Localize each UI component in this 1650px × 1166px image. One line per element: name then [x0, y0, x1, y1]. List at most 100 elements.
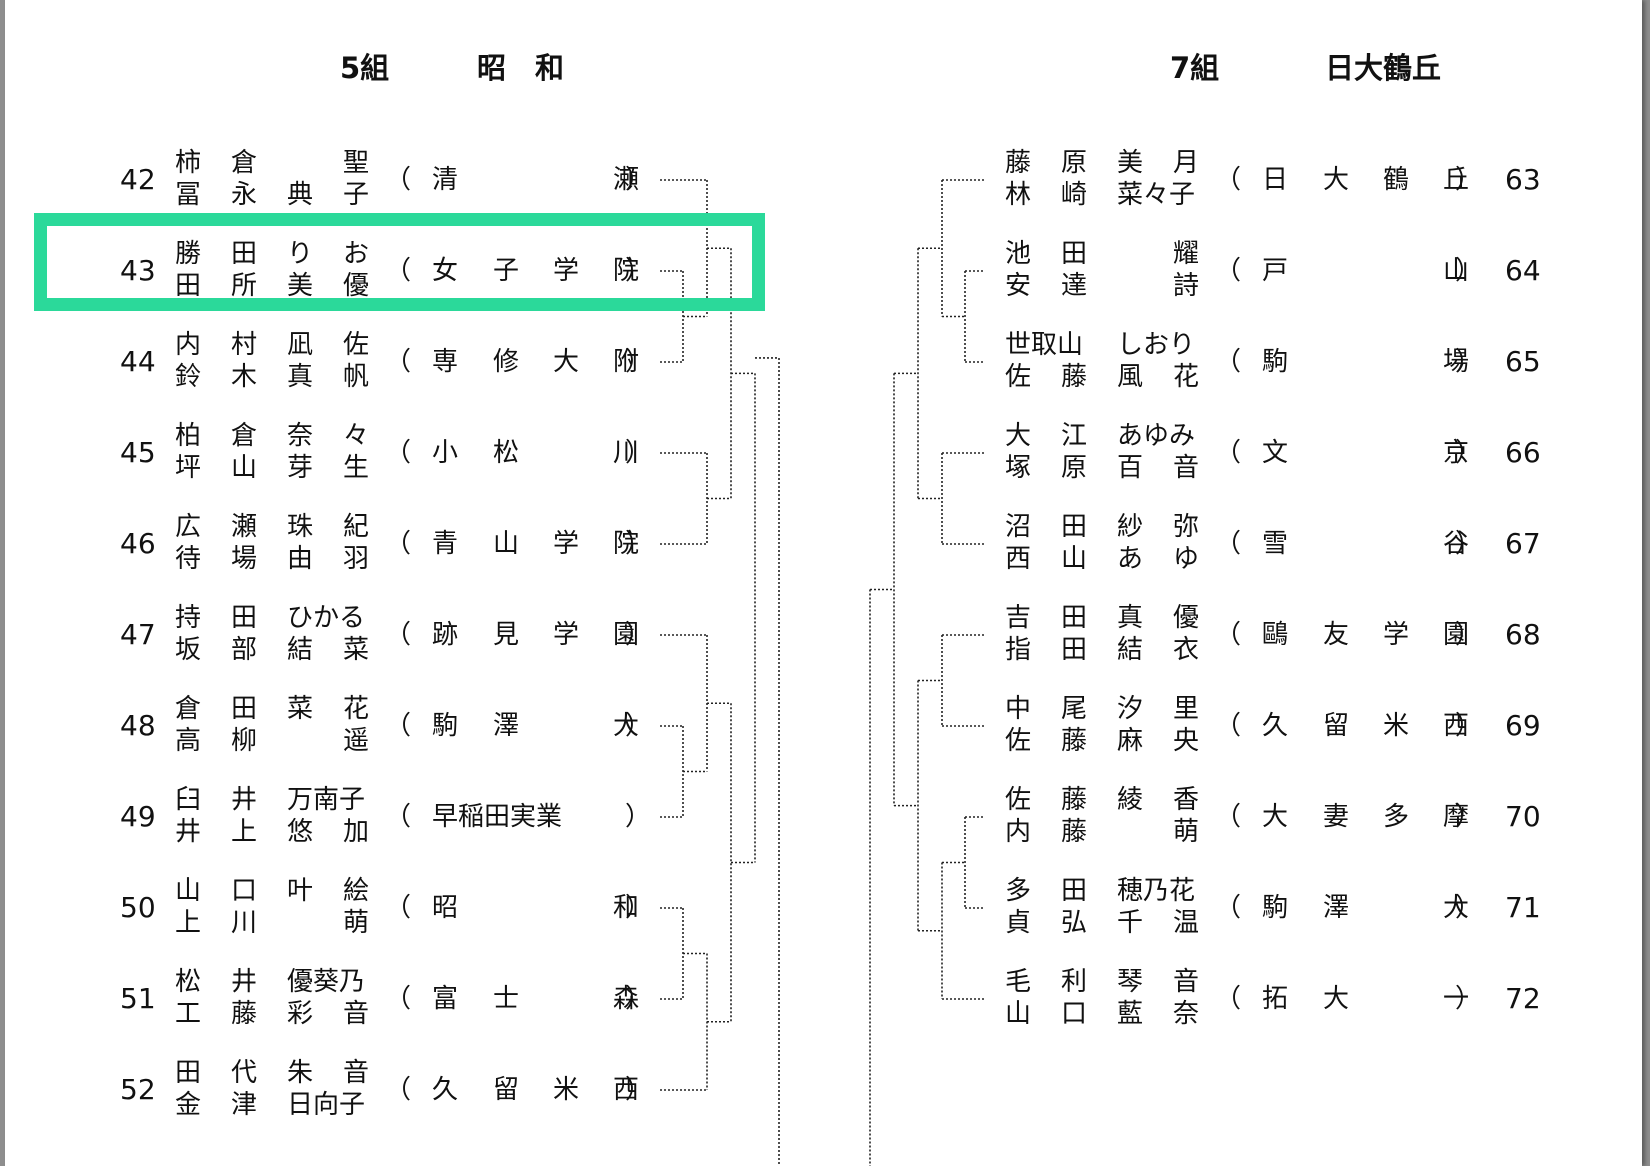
name-char: 田 — [231, 239, 258, 269]
entry-number: 43 — [120, 254, 156, 287]
school-name: 大妻多摩 — [5, 782, 1642, 852]
name-char: あゆみ — [1117, 421, 1196, 451]
school-char: 日 — [1262, 165, 1289, 195]
name-char: 花 — [343, 694, 370, 724]
school-char: 澤 — [1323, 893, 1350, 923]
name-char: 藤 — [1061, 726, 1088, 756]
name-char: 音 — [343, 999, 370, 1029]
name-char: 音 — [343, 1058, 370, 1088]
school-char: 戸 — [1262, 256, 1289, 286]
name-char: 田 — [1061, 512, 1088, 542]
name-char: 真 — [287, 362, 314, 392]
paren-open: （ — [1215, 802, 1242, 832]
school-name: 日大鶴丘 — [5, 145, 1642, 215]
paren-close: ） — [625, 802, 652, 832]
paren-close: ） — [625, 984, 652, 1014]
name-char: あ — [1117, 544, 1144, 574]
name-char: 聖 — [343, 148, 370, 178]
paren-close: ） — [625, 347, 652, 377]
entry-number: 71 — [1505, 891, 1541, 924]
name-char: しおり — [1117, 330, 1196, 360]
name-char: 勝 — [175, 239, 202, 269]
school-char: 京 — [1443, 438, 1470, 468]
name-char: 冨 — [175, 180, 202, 210]
entry-number: 70 — [1505, 800, 1541, 833]
name-char: 柳 — [231, 726, 258, 756]
name-char: 遥 — [343, 726, 370, 756]
paren-close: ） — [625, 256, 652, 286]
name-char: 優葵乃 — [287, 967, 366, 997]
school-char: 妻 — [1323, 802, 1350, 832]
school-char: 丘 — [1443, 165, 1470, 195]
name-char: ゆ — [1173, 544, 1200, 574]
name-char: 田 — [231, 603, 258, 633]
paren-close: ） — [1455, 165, 1482, 195]
name-char: 村 — [231, 330, 258, 360]
entry-number: 63 — [1505, 163, 1541, 196]
name-char: 詩 — [1173, 271, 1200, 301]
school-char: 士 — [493, 984, 520, 1014]
name-char: 井 — [231, 967, 258, 997]
name-char: 藍 — [1117, 999, 1144, 1029]
school-name: 青山学院 — [5, 509, 1642, 579]
school-name: 専修大附 — [5, 327, 1642, 397]
school-char: 谷 — [1443, 529, 1470, 559]
school-char: 駒 — [1262, 347, 1289, 377]
paren-open: （ — [385, 438, 412, 468]
name-char: 井 — [231, 785, 258, 815]
school-char: 鷗 — [1262, 620, 1289, 650]
paren-open: （ — [385, 893, 412, 923]
name-char: 木 — [231, 362, 258, 392]
name-char: 香 — [1173, 785, 1200, 815]
name-char: 温 — [1173, 908, 1200, 938]
name-char: 中 — [1005, 694, 1032, 724]
name-char: 結 — [1117, 635, 1144, 665]
paren-open: （ — [385, 529, 412, 559]
name-char: 萌 — [1173, 817, 1200, 847]
name-char: 々 — [343, 421, 370, 451]
name-char: 藤 — [1061, 817, 1088, 847]
name-char: 沼 — [1005, 512, 1032, 542]
school-char: 澤 — [493, 711, 520, 741]
name-char: 藤 — [1005, 148, 1032, 178]
paren-open: （ — [385, 347, 412, 377]
name-char: 琴 — [1117, 967, 1144, 997]
school-char: 園 — [613, 620, 640, 650]
school-char: 駒 — [432, 711, 459, 741]
name-char: 安 — [1005, 271, 1032, 301]
paren-open: （ — [385, 165, 412, 195]
school-char: 園 — [1443, 620, 1470, 650]
paren-close: ） — [1455, 620, 1482, 650]
name-char: 弘 — [1061, 908, 1088, 938]
name-char: 里 — [1173, 694, 1200, 724]
name-char: 芽 — [287, 453, 314, 483]
school-char: 拓 — [1262, 984, 1289, 1014]
name-char: 菜々子 — [1117, 180, 1196, 210]
name-char: 林 — [1005, 180, 1032, 210]
school-char: 院 — [613, 256, 640, 286]
name-char: 佐 — [343, 330, 370, 360]
school-char: 早稲田実業 — [432, 802, 563, 832]
school-name: 戸山 — [5, 236, 1642, 306]
name-char: 池 — [1005, 239, 1032, 269]
school-char: 米 — [553, 1075, 580, 1105]
name-char: 津 — [231, 1090, 258, 1120]
school-char: 学 — [1383, 620, 1410, 650]
name-char: 塚 — [1005, 453, 1032, 483]
paren-open: （ — [1215, 256, 1242, 286]
name-char: 田 — [231, 694, 258, 724]
name-char: 所 — [231, 271, 258, 301]
school-char: 駒 — [1262, 893, 1289, 923]
name-char: 佐 — [1005, 726, 1032, 756]
name-char: 奈 — [1173, 999, 1200, 1029]
school-name: 女子学院 — [5, 236, 1642, 306]
